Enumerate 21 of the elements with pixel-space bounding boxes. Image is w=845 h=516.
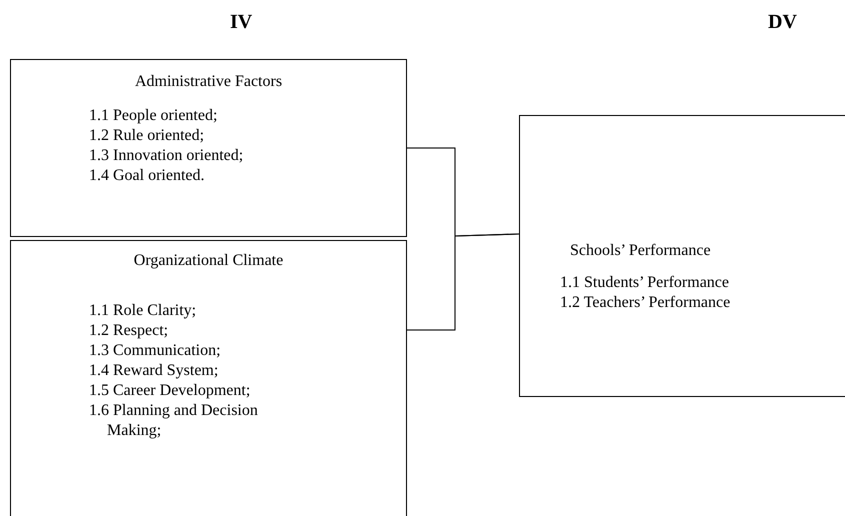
box-heading: Administrative Factors [134, 72, 284, 92]
list-item: 1.5 Career Development; [89, 381, 252, 401]
list-item: 1.4 Reward System; [89, 361, 220, 381]
list-item: 1.2 Teachers’ Performance [560, 293, 732, 313]
factor-box [519, 115, 845, 397]
list-item: 1.3 Innovation oriented; [89, 146, 244, 166]
column-heading: IV [230, 10, 252, 34]
list-item: 1.1 Students’ Performance [560, 273, 730, 293]
list-item: 1.1 Role Clarity; [89, 301, 198, 321]
box-heading: Organizational Climate [132, 251, 284, 271]
list-item: 1.3 Communication; [89, 341, 222, 361]
list-item: 1.2 Rule oriented; [89, 126, 206, 146]
box-heading: Schools’ Performance [570, 241, 711, 261]
factor-box [10, 59, 407, 237]
connector-line [406, 234, 520, 330]
list-item: 1.4 Goal oriented. [89, 166, 206, 186]
column-heading: DV [768, 10, 797, 34]
list-item: 1.6 Planning and Decision Making; [89, 401, 259, 441]
factor-box [10, 240, 407, 516]
list-item: 1.1 People oriented; [89, 106, 218, 126]
list-item: 1.2 Respect; [89, 321, 170, 341]
